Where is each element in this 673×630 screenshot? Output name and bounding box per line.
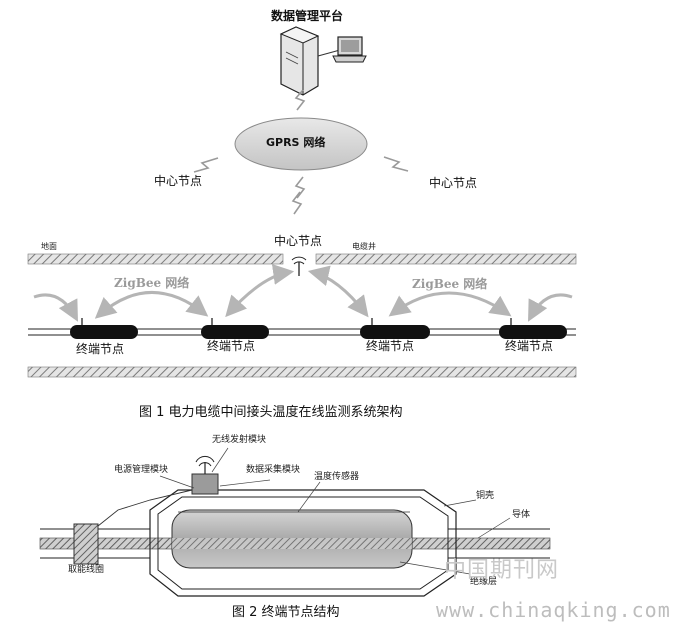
- gprs-cloud: [234, 117, 368, 171]
- watermark-cn: 中国期刊网: [444, 558, 560, 583]
- watermark-url: www.chinaqking.com: [436, 598, 671, 622]
- wireless-module-box: [191, 473, 219, 495]
- terminal-node-label: 终端节点: [207, 339, 256, 353]
- terminal-node-label: 终端节点: [505, 339, 554, 353]
- gprs-network-label: GPRS 网络: [266, 136, 326, 149]
- copper-shell: [149, 489, 457, 597]
- terminal-node-label: 终端节点: [76, 342, 125, 356]
- temp-sensor-label: 温度传感器: [314, 472, 360, 482]
- terminal-joint: [201, 318, 269, 339]
- terminal-joint: [70, 318, 138, 339]
- terminal-joint: [360, 318, 430, 339]
- energy-coil-label: 取能线圈: [68, 565, 105, 575]
- platform-label: 数据管理平台: [271, 9, 344, 23]
- bottom-bar: [27, 366, 577, 378]
- power-module-label: 电源管理模块: [114, 465, 169, 475]
- zigbee-network-right-label: ZigBee 网络: [412, 277, 488, 291]
- well-bar: [315, 253, 577, 265]
- conductor-label: 导体: [512, 510, 531, 520]
- figure-1-caption: 图 1 电力电缆中间接头温度在线监测系统架构: [139, 405, 403, 420]
- center-node-mid-label: 中心节点: [274, 234, 323, 248]
- zigbee-link-arrows: [33, 263, 573, 322]
- server-icon: [279, 26, 320, 96]
- center-node-left-label: 中心节点: [154, 174, 203, 188]
- cable-well-label: 电缆井: [352, 242, 376, 251]
- wireless-module-label: 无线发射模块: [212, 435, 267, 445]
- terminal-joint: [499, 318, 567, 339]
- ground-bar: [27, 253, 284, 265]
- figure-2-caption: 图 2 终端节点结构: [232, 605, 340, 620]
- terminal-node-label: 终端节点: [366, 339, 415, 353]
- copper-shell-label: 铜壳: [476, 491, 495, 501]
- center-node-right-label: 中心节点: [429, 176, 478, 190]
- zigbee-network-left-label: ZigBee 网络: [114, 276, 190, 290]
- ground-label: 地面: [41, 242, 57, 251]
- data-module-label: 数据采集模块: [246, 465, 301, 475]
- energy-coil: [73, 523, 99, 565]
- wireless-signal-icon: [193, 89, 409, 215]
- antenna-icon: [291, 256, 307, 276]
- monitor-icon: [332, 36, 367, 63]
- insulation-label: 绝缘层: [470, 577, 498, 587]
